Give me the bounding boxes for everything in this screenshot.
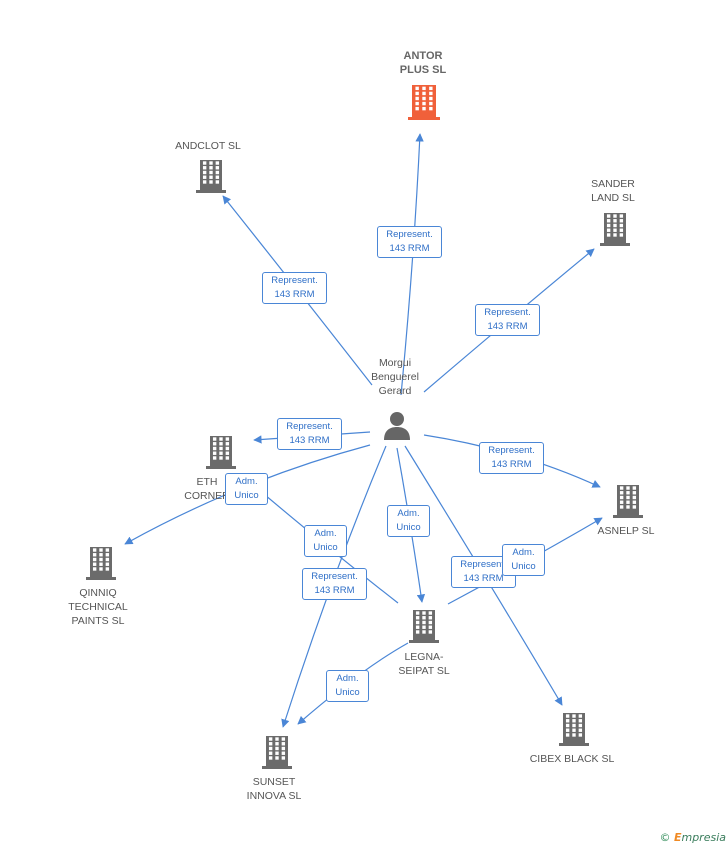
- edge-label-line: 143 RRM: [491, 459, 532, 470]
- edge-label-legna-eth-adm[interactable]: Adm. Unico: [304, 525, 347, 557]
- edge-label-sander[interactable]: Represent. 143 RRM: [475, 304, 540, 336]
- building-icon: [196, 160, 226, 193]
- edge-label-line: Adm.: [512, 547, 535, 558]
- node-label-legna: LEGNA-SEIPAT SL: [398, 651, 450, 677]
- node-andclot[interactable]: ANDCLOT SL: [175, 139, 241, 153]
- edge-label-line: Represent.: [488, 445, 535, 456]
- edge-label-sunset-adm[interactable]: Adm. Unico: [326, 670, 369, 702]
- node-legna[interactable]: LEGNA-SEIPAT SL: [398, 650, 449, 678]
- node-label-andclot: ANDCLOT SL: [175, 140, 241, 152]
- node-label-cibex: CIBEX BLACK SL: [529, 753, 615, 765]
- edge-label-sunset-represent[interactable]: Represent. 143 RRM: [302, 568, 367, 600]
- edge-label-asnelp-adm[interactable]: Adm. Unico: [502, 544, 545, 576]
- edge-label-line: Unico: [396, 522, 421, 533]
- building-icon: [206, 436, 236, 469]
- building-icon: [408, 85, 440, 120]
- building-icon: [86, 547, 116, 580]
- edge-label-line: Adm.: [397, 508, 420, 519]
- edge-label-line: Adm.: [336, 673, 359, 684]
- edge-label-legna-adm[interactable]: Adm. Unico: [387, 505, 430, 537]
- building-icon: [559, 713, 589, 746]
- edge-label-line: 143 RRM: [314, 585, 355, 596]
- building-icon: [600, 213, 630, 246]
- edge-label-eth-represent[interactable]: Represent. 143 RRM: [277, 418, 342, 450]
- copyright-symbol: ©: [659, 831, 671, 844]
- edge-label-asnelp-represent[interactable]: Represent. 143 RRM: [479, 442, 544, 474]
- node-asnelp[interactable]: ASNELP SL: [597, 524, 654, 538]
- node-label-asnelp: ASNELP SL: [597, 525, 655, 537]
- empresia-logo-e: E: [673, 831, 682, 844]
- edge-label-line: 143 RRM: [463, 573, 504, 584]
- empresia-brand: mpresia: [681, 831, 726, 844]
- edge-label-line: Adm.: [235, 476, 258, 487]
- edge-label-line: Represent.: [386, 229, 433, 240]
- edge-label-line: Represent.: [271, 275, 318, 286]
- edge-label-line: 143 RRM: [389, 243, 430, 254]
- building-icon: [613, 485, 643, 518]
- edge-label-line: Represent.: [286, 421, 333, 432]
- edge-label-line: Unico: [511, 561, 536, 572]
- edge-label-line: Unico: [313, 542, 338, 553]
- edge-label-line: 143 RRM: [487, 321, 528, 332]
- edge-label-andclot[interactable]: Represent. 143 RRM: [262, 272, 327, 304]
- edges: [124, 133, 603, 728]
- edge-label-line: Represent.: [484, 307, 531, 318]
- edge-label-line: Represent.: [311, 571, 358, 582]
- edge-label-line: Unico: [234, 490, 259, 501]
- edge-label-line: 143 RRM: [289, 435, 330, 446]
- building-icon: [409, 610, 439, 643]
- edge-antor: [400, 133, 424, 396]
- edge-label-antor[interactable]: Represent. 143 RRM: [377, 226, 442, 258]
- copyright-footer: © Empresia: [659, 831, 726, 844]
- building-icon: [262, 736, 292, 769]
- edge-label-line: Adm.: [314, 528, 337, 539]
- person-icon: [384, 412, 410, 440]
- edge-label-line: 143 RRM: [274, 289, 315, 300]
- node-cibex[interactable]: CIBEX BLACK SL: [530, 752, 615, 766]
- edge-label-line: Unico: [335, 687, 360, 698]
- edge-label-eth-adm[interactable]: Adm. Unico: [225, 473, 268, 505]
- edge-label-line: Represent.: [460, 559, 507, 570]
